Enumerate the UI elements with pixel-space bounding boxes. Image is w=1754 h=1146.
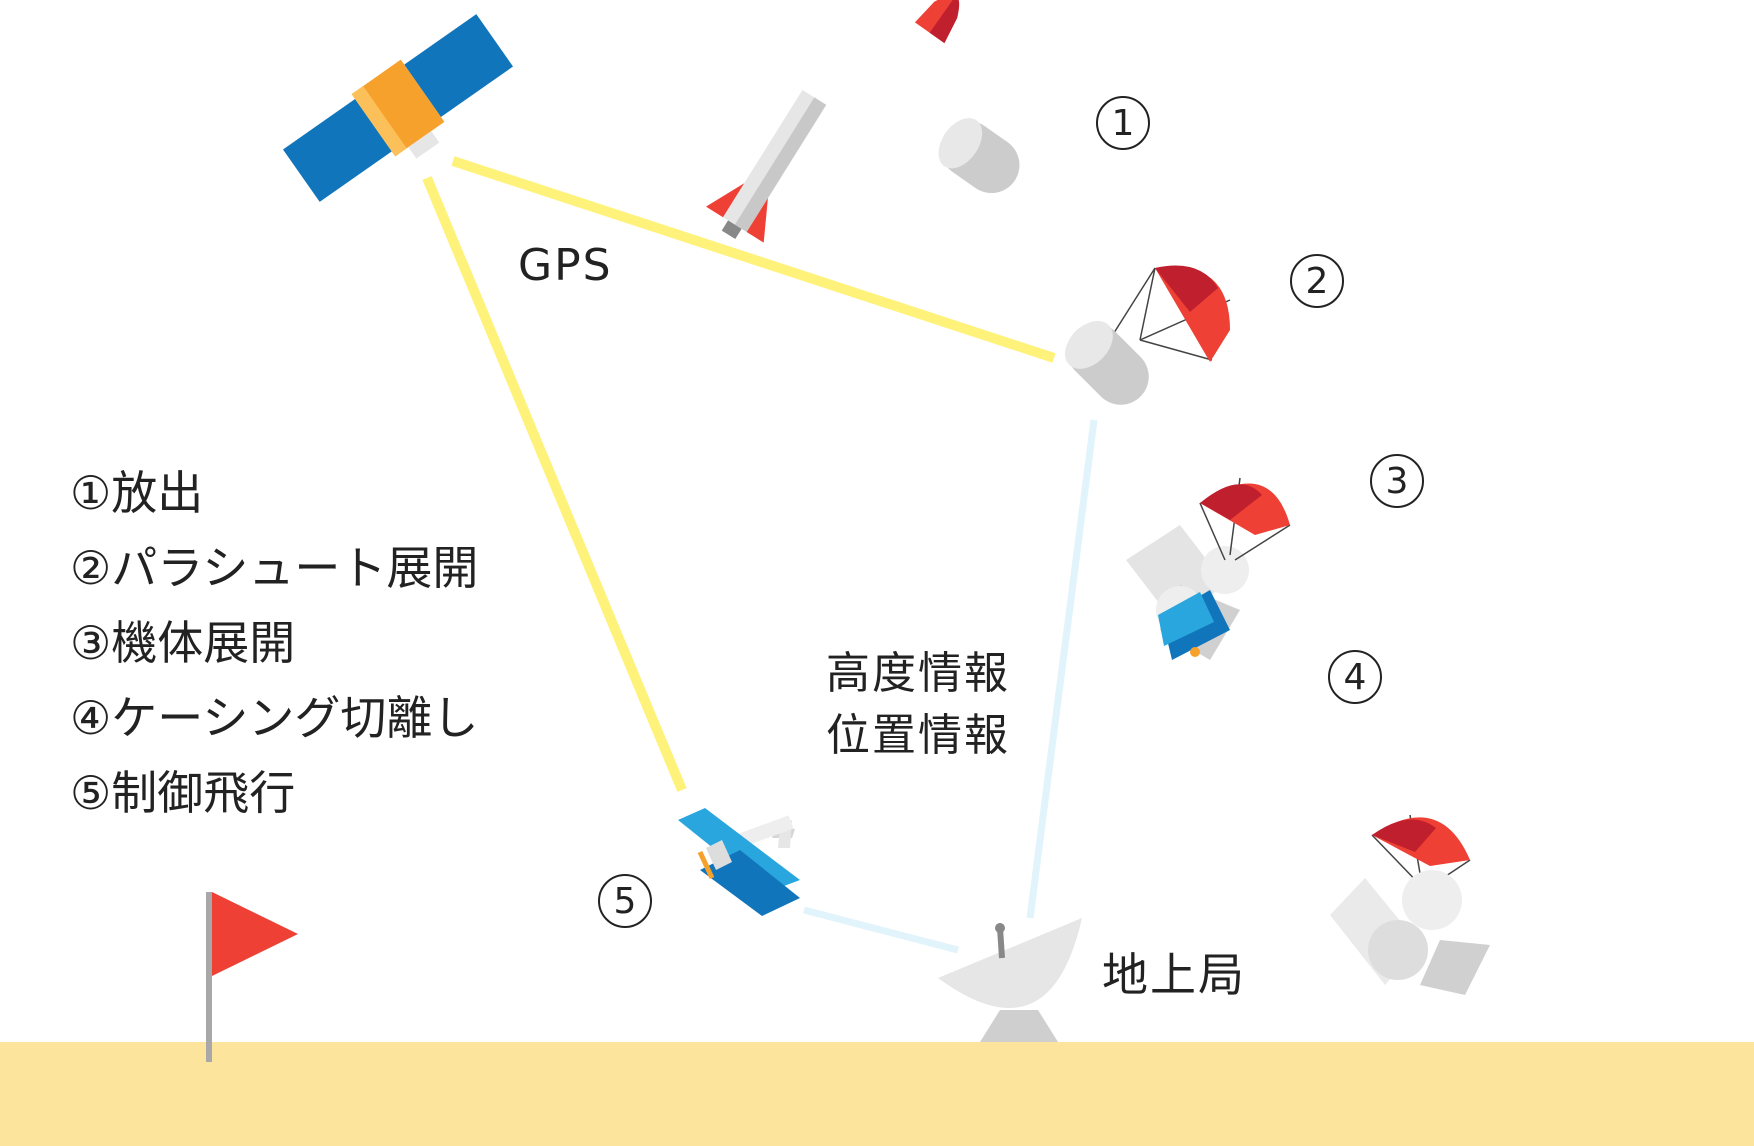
nose-cone-icon [914,0,960,44]
ground-station-label: 地上局 [1102,948,1246,1002]
radio-link-capsule [1026,419,1098,919]
step-marker-2: 2 [1290,254,1344,308]
step-legend-2: ②パラシュート展開 [70,541,479,595]
position-info-label: 位置情報 [826,710,1010,761]
satellite-icon [282,14,514,202]
step-legend-3: ③機体展開 [70,616,296,670]
step-marker-4: 4 [1328,650,1382,704]
altitude-info-label: 高度情報 [826,648,1010,699]
gps-label: GPS [518,240,613,291]
casing-parachute-icon [1330,814,1490,995]
capsule-parachute-icon [1064,265,1231,405]
step-legend-4: ④ケーシング切離し [70,691,479,745]
aircraft-icon [678,808,800,916]
flag-icon [206,892,298,1062]
capsule-icon [938,118,1020,194]
radio-link-aircraft [803,906,959,954]
aircraft-deploy-icon [1126,477,1291,660]
ground [0,1042,1754,1146]
step-marker-1: 1 [1096,96,1150,150]
rocket-icon [706,90,827,243]
gps-link-aircraft [422,176,687,792]
step-legend-5: ⑤制御飛行 [70,766,296,820]
step-legend-1: ①放出 [70,466,204,520]
step-marker-5: 5 [598,874,652,928]
ground-station-icon [938,918,1082,1042]
gps-link-capsule [451,156,1056,363]
step-marker-3: 3 [1370,454,1424,508]
